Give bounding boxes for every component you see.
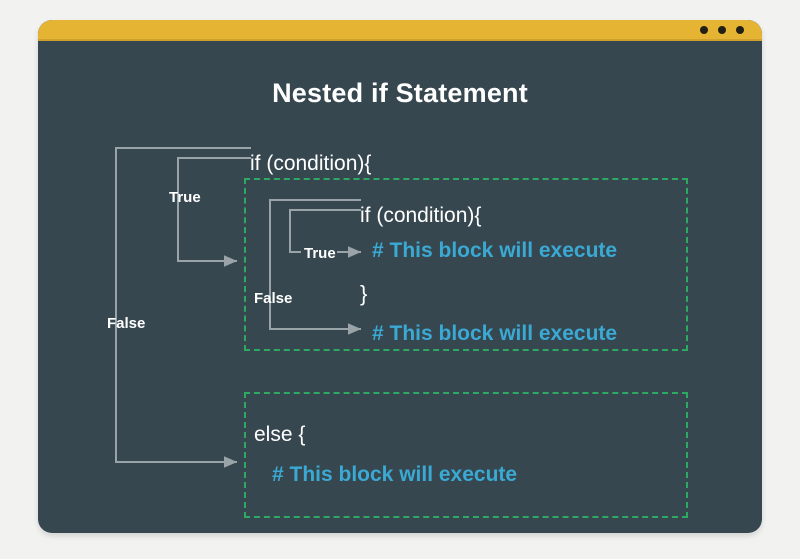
code-closing-brace: } xyxy=(360,281,368,306)
flow-label-inner-true: True xyxy=(304,245,336,262)
window-dot-1-icon[interactable] xyxy=(700,26,708,34)
code-if-outer: if (condition){ xyxy=(250,152,372,175)
code-exec-inner-true: # This block will execute xyxy=(372,239,618,262)
code-exec-else: # This block will execute xyxy=(272,463,518,486)
code-if-inner: if (condition){ xyxy=(360,204,482,227)
window-dot-2-icon[interactable] xyxy=(718,26,726,34)
flow-label-outer-false: False xyxy=(107,315,146,332)
code-exec-inner-false: # This block will execute xyxy=(372,322,618,345)
flow-label-inner-false: False xyxy=(254,290,293,307)
flow-label-outer-true: True xyxy=(169,189,201,206)
diagram-canvas: Nested if Statement xyxy=(38,41,762,533)
else-block xyxy=(244,392,688,518)
window-controls xyxy=(700,26,744,34)
window-titlebar xyxy=(38,20,762,41)
page-title: Nested if Statement xyxy=(272,78,528,108)
code-else-keyword: else { xyxy=(254,423,306,446)
window-dot-3-icon[interactable] xyxy=(736,26,744,34)
window-card: Nested if Statement xyxy=(38,20,762,533)
